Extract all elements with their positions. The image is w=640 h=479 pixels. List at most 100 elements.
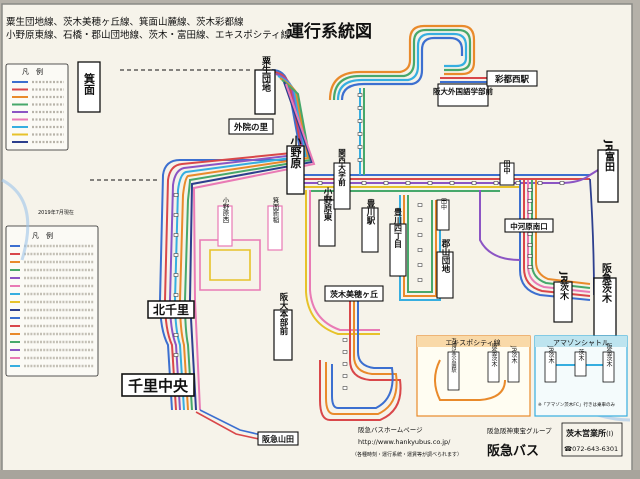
legend-date: 2019年7月現在 (38, 209, 74, 216)
bus-stop-marker (383, 181, 389, 185)
svg-text:外院の里: 外院の里 (233, 122, 269, 133)
company-name: 阪急バス (487, 443, 539, 459)
bus-stop-marker (537, 181, 543, 185)
bus-stop-marker (173, 273, 179, 277)
box-tanaka: 田中 (436, 198, 450, 231)
station-kansai-handai: 関西大学前 (333, 147, 351, 210)
bus-stop-marker (173, 353, 179, 357)
station-mino: 箕面 (77, 61, 101, 113)
svg-text:JR茨木: JR茨木 (510, 345, 517, 365)
station-gaiin: 外院の里 (228, 118, 274, 135)
svg-text:田中: 田中 (503, 160, 511, 175)
office-name: 茨木営業所 (566, 428, 606, 438)
svg-text:JR茨木: JR茨木 (547, 345, 554, 365)
station-toyokawa-yon: 豊川四丁目 (389, 207, 407, 277)
svg-text:阪急茨木: 阪急茨木 (490, 342, 497, 368)
station-nakagawara: 中河原南口 (504, 218, 554, 233)
bus-stop-marker (357, 158, 363, 162)
station-handai-gaigo: 阪大外国語学部前 (433, 83, 493, 107)
station-koriyama-danchi: 郡山団地 (436, 238, 454, 299)
bus-stop-marker (417, 218, 423, 222)
bus-stop-marker (527, 188, 533, 192)
route-list-line-2: 小野原東線、石橋・郡山団地線、茨木・富田線、エキスポシティ線 (6, 29, 291, 41)
bus-stop-marker (527, 199, 533, 203)
bus-stop-marker (173, 293, 179, 297)
svg-text:凡 例: 凡 例 (22, 67, 43, 76)
station-ono: 小野原 (286, 134, 305, 195)
panel-amazon-shuttle: アマゾンシャトル JR茨木 茨木 阪急茨木 ※「アマゾン茨木FC」行きは乗車のみ (534, 335, 628, 417)
station-handai-honbu: 阪大本部前 (273, 292, 293, 361)
bus-stop-marker (427, 181, 433, 185)
station-den: 田中 (499, 160, 515, 186)
station-toyokawa: 豊川駅 (361, 199, 379, 253)
station-ibaraki-mihogaoka: 茨木美穂ヶ丘 (324, 285, 384, 302)
svg-text:万博記念公園駅: 万博記念公園駅 (451, 338, 457, 374)
bus-stop-marker (493, 181, 499, 185)
bus-stop-marker (527, 232, 533, 236)
bus-stop-marker (357, 145, 363, 149)
bus-stop-marker (527, 254, 533, 258)
svg-text:小野原西: 小野原西 (221, 196, 229, 225)
bus-stop-marker (357, 119, 363, 123)
svg-text:茨木美穂ヶ丘: 茨木美穂ヶ丘 (330, 289, 378, 299)
station-awa-danchi: 粟生団地 (254, 56, 276, 115)
svg-text:アマゾンシャトル: アマゾンシャトル (553, 339, 609, 347)
svg-text:北千里: 北千里 (153, 302, 189, 317)
bus-stop-marker (527, 210, 533, 214)
panel-expocity: エキスポシティ線 万博記念公園駅 阪急茨木 JR茨木 (416, 335, 531, 417)
footer: 阪急バスホームページ http://www.hankyubus.co.jp/ （… (352, 422, 623, 459)
bus-stop-marker (342, 374, 348, 378)
svg-text:凡 例: 凡 例 (32, 231, 53, 240)
bus-stop-marker (173, 213, 179, 217)
station-saito-nishi: 彩都西駅 (486, 70, 538, 87)
map-title: 運行系統図 (287, 21, 372, 42)
box-minoh-shinbashi: 箕面新稲 (267, 196, 283, 251)
svg-text:JR茨木: JR茨木 (558, 271, 570, 301)
office-phone: ☎072-643-6301 (564, 445, 618, 453)
bus-stop-marker (173, 193, 179, 197)
svg-text:豊川四丁目: 豊川四丁目 (394, 207, 403, 249)
svg-text:豊川駅: 豊川駅 (365, 199, 376, 226)
bus-stop-marker (357, 106, 363, 110)
bus-stop-marker (527, 265, 533, 269)
bus-stop-marker (173, 233, 179, 237)
bus-stop-marker (405, 181, 411, 185)
svg-text:箕面: 箕面 (83, 72, 97, 96)
svg-text:茨木: 茨木 (577, 348, 584, 362)
bus-stop-marker (417, 203, 423, 207)
svg-text:※「アマゾン茨木FC」行きは乗車のみ: ※「アマゾン茨木FC」行きは乗車のみ (538, 401, 615, 408)
bus-stop-marker (342, 350, 348, 354)
legend-left: 凡 例 2019年7月現在 (5, 209, 99, 377)
route-list-line-1: 粟生団地線、茨木美穂ヶ丘線、箕面山麓線、茨木彩都線 (6, 16, 244, 28)
office-mark: (Ⅰ) (606, 430, 614, 438)
bus-stop-marker (417, 233, 423, 237)
svg-text:郡山団地: 郡山団地 (440, 238, 451, 273)
svg-text:小野原東: 小野原東 (322, 186, 333, 222)
svg-text:千里中央: 千里中央 (128, 377, 189, 395)
bus-stop-marker (357, 132, 363, 136)
bus-stop-marker (417, 263, 423, 267)
bus-stop-marker (173, 333, 179, 337)
station-hankyu-yamada: 阪急山田 (257, 431, 299, 446)
group-name: 阪急阪神東宝グループ (487, 426, 552, 435)
svg-text:阪大外国語学部前: 阪大外国語学部前 (433, 86, 493, 96)
svg-text:彩都西駅: 彩都西駅 (494, 74, 530, 85)
bus-stop-marker (417, 278, 423, 282)
bus-stop-marker (342, 362, 348, 366)
bus-stop-marker (317, 181, 323, 185)
station-jr-tonda: JR富田 (597, 139, 619, 203)
svg-text:エキスポシティ線: エキスポシティ線 (445, 338, 500, 347)
bus-stop-marker (515, 181, 521, 185)
bus-stop-marker (173, 253, 179, 257)
homepage-notes: （各種時刻・運行系統・運賃等が調べられます） (352, 451, 462, 458)
bus-stop-marker (361, 181, 367, 185)
svg-text:中河原南口: 中河原南口 (510, 221, 548, 231)
legend-top: 凡 例 (5, 63, 69, 151)
svg-text:阪急茨木: 阪急茨木 (600, 262, 613, 304)
bus-stop-marker (342, 338, 348, 342)
station-senri-chuo: 千里中央 (121, 373, 195, 397)
homepage-label: 阪急バスホームページ (358, 425, 423, 434)
svg-text:阪急山田: 阪急山田 (262, 434, 294, 444)
station-jr-ibaraki: JR茨木 (553, 271, 573, 323)
